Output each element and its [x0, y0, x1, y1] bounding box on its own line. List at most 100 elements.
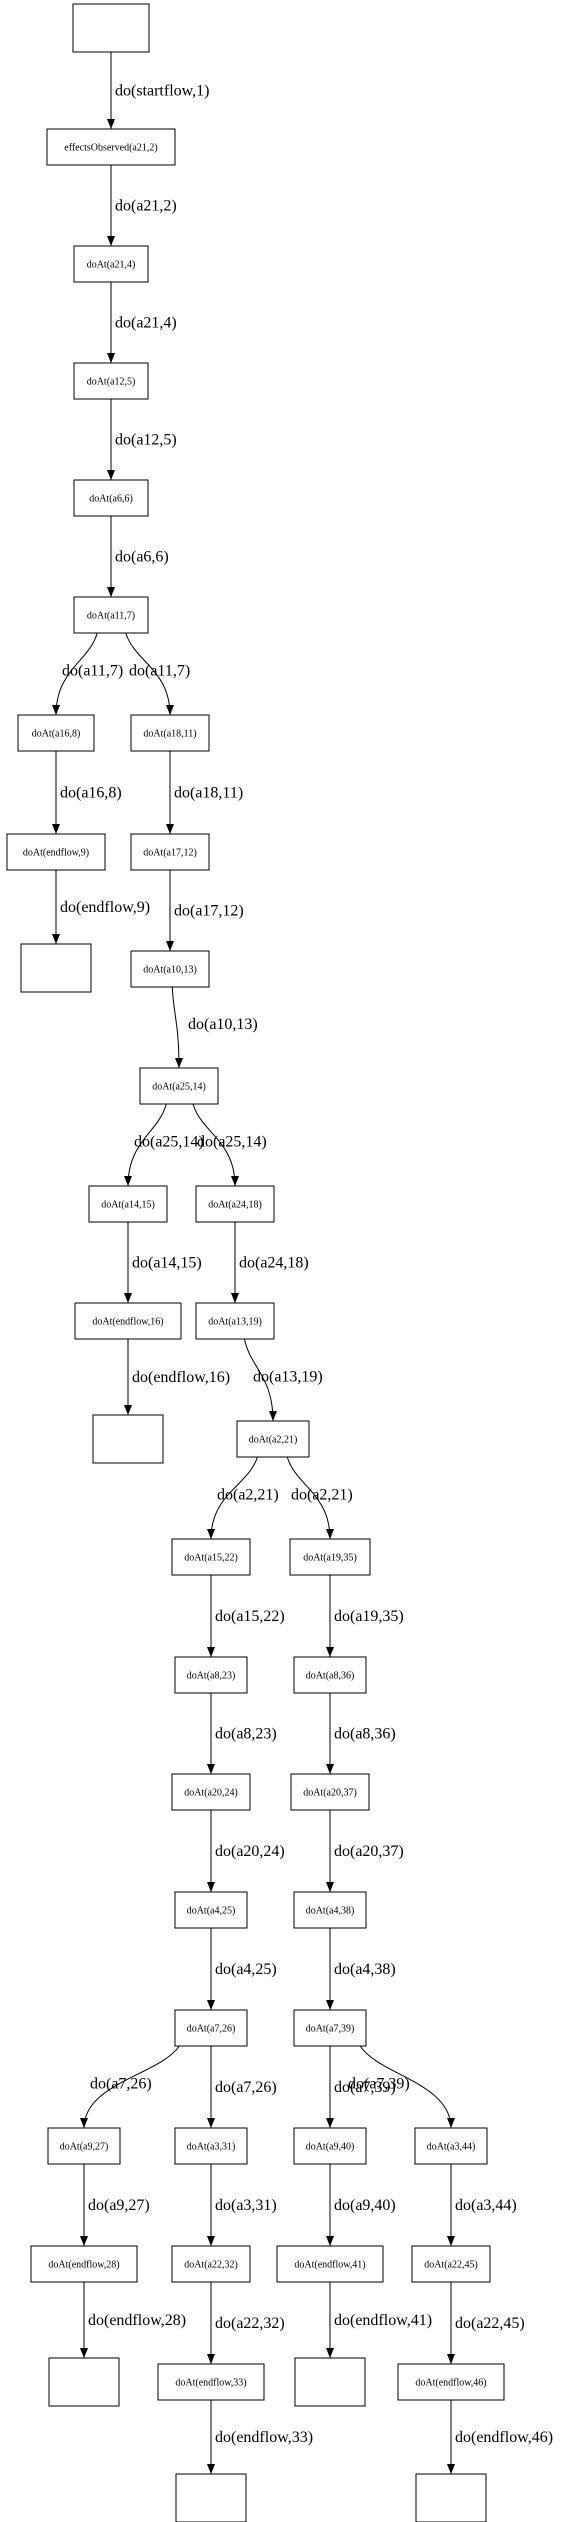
node-label: doAt(a4,25) [187, 1906, 236, 1917]
node-doat-a8-23: doAt(a8,23) [174, 1656, 248, 1694]
edge-arrow [286, 1456, 334, 1540]
edge-n11-n12: do(a10,13) [171, 986, 258, 1069]
edge-label: do(a7,39) [348, 2076, 410, 2093]
node-box [88, 1185, 168, 1223]
edge-n12-n14: do(a25,14) [192, 1103, 267, 1187]
node-box [130, 714, 210, 752]
node-label: doAt(a24,18) [208, 1200, 262, 1211]
node-doat-a22-45: doAt(a22,45) [411, 2245, 491, 2283]
edge-label: do(startflow,1) [115, 83, 210, 100]
node-label: doAt(a3,44) [427, 2142, 476, 2153]
terminal-node [175, 2473, 247, 2522]
edge-arrow [244, 1338, 277, 1422]
node-doat-a18-11: doAt(a18,11) [130, 714, 210, 752]
node-label: effectsObserved(a21,2) [64, 143, 157, 154]
node-label: doAt(a7,39) [306, 2024, 355, 2035]
node-label: doAt(a9,40) [306, 2142, 355, 2153]
edge-label: do(endflow,28) [88, 2312, 186, 2329]
node-box [289, 1538, 371, 1576]
edge-label: do(a7,26) [90, 2076, 152, 2093]
edge-n27-n29: do(a7,26) [80, 2045, 180, 2129]
edge-label: do(a2,21) [291, 1487, 353, 1504]
node-doat-a2-21: doAt(a2,21) [236, 1420, 310, 1458]
edge-n15-n17: do(endflow,16) [124, 1339, 230, 1415]
node-doat-a9-27: doAt(a9,27) [47, 2127, 121, 2165]
edge-label: do(a22,32) [215, 2315, 285, 2332]
node-box [47, 2127, 121, 2165]
terminal-node [20, 943, 92, 993]
edge-n27-n30: do(a7,26) [207, 2046, 277, 2128]
node-box [293, 2009, 367, 2047]
node-box [236, 1420, 310, 1458]
edge-n18-n20: do(a2,21) [286, 1456, 353, 1540]
node-doat-a11-7: doAt(a11,7) [73, 596, 149, 634]
edge-label: do(a14,15) [132, 1255, 202, 1272]
node-box [195, 1302, 275, 1340]
node-box [174, 2009, 248, 2047]
edge-label: do(endflow,46) [455, 2429, 553, 2446]
node-label: doAt(endflow,41) [294, 2260, 365, 2271]
node-box [17, 714, 95, 752]
node-box [293, 1656, 367, 1694]
node-doat-endflow-46: doAt(endflow,46) [397, 2363, 505, 2401]
node-label: doAt(a20,37) [303, 1788, 357, 1799]
node-doat-a15-22: doAt(a15,22) [171, 1538, 251, 1576]
node-label: doAt(a6,6) [89, 494, 133, 505]
node-label: doAt(a7,26) [187, 2024, 236, 2035]
edge-arrow [124, 1103, 167, 1187]
edge-label: do(a25,14) [197, 1134, 267, 1151]
edge-n18-n19: do(a2,21) [207, 1456, 279, 1540]
edge-n8-n10: do(endflow,9) [52, 870, 150, 944]
terminal-node [294, 2357, 366, 2407]
node-label: doAt(a9,27) [60, 2142, 109, 2153]
edge-n31-n35: do(a9,40) [326, 2164, 396, 2246]
node-box [157, 2363, 265, 2401]
node-box [73, 479, 149, 517]
edge-n34-n38: do(a22,32) [207, 2282, 285, 2364]
edge-label: do(a12,5) [115, 432, 177, 449]
edge-label: do(a2,21) [217, 1487, 279, 1504]
node-box [139, 1067, 219, 1105]
edge-n0-n1: do(startflow,1) [107, 52, 210, 129]
node-box [46, 128, 176, 166]
node-box [73, 596, 149, 634]
edge-label: do(a9,40) [334, 2197, 396, 2214]
node-doat-a7-26: doAt(a7,26) [174, 2009, 248, 2047]
edge-label: do(a11,7) [129, 663, 190, 680]
node-doat-a10-13: doAt(a10,13) [130, 950, 210, 988]
node-label: doAt(a4,38) [306, 1906, 355, 1917]
node-label: doAt(a3,31) [187, 2142, 236, 2153]
node-box [195, 1185, 275, 1223]
node-doat-a4-25: doAt(a4,25) [174, 1891, 248, 1929]
node-label: doAt(a15,22) [184, 1553, 238, 1564]
edge-n12-n13: do(a25,14) [124, 1103, 204, 1187]
node-box [30, 2245, 138, 2283]
node-box [6, 833, 106, 871]
edge-label: do(a24,18) [239, 1255, 309, 1272]
node-label: doAt(a2,21) [249, 1435, 298, 1446]
edge-n36-n40: do(a22,45) [447, 2282, 525, 2364]
node-doat-a21-4: doAt(a21,4) [73, 245, 149, 283]
node-label: doAt(a18,11) [143, 729, 196, 740]
edge-n22-n24: do(a8,36) [326, 1693, 396, 1774]
edge-label: do(a18,11) [174, 785, 243, 802]
node-box [48, 2357, 120, 2407]
node-label: doAt(endflow,46) [415, 2378, 486, 2389]
edge-n28-n32: do(a7,39) [348, 2045, 455, 2129]
edge-arrow [52, 632, 98, 716]
node-label: doAt(a11,7) [87, 611, 135, 622]
edge-label: do(a17,12) [174, 903, 244, 920]
node-doat-a8-36: doAt(a8,36) [293, 1656, 367, 1694]
edge-arrow [80, 2045, 180, 2129]
node-label: doAt(a21,4) [87, 260, 136, 271]
edge-label: do(a21,4) [115, 315, 177, 332]
node-label: doAt(a13,19) [208, 1317, 262, 1328]
terminal-node [48, 2357, 120, 2407]
edge-label: do(a4,25) [215, 1961, 277, 1978]
node-doat-a6-6: doAt(a6,6) [73, 479, 149, 517]
edge-n13-n15: do(a14,15) [124, 1222, 202, 1303]
edge-label: do(a19,35) [334, 1608, 404, 1625]
edge-arrow [125, 632, 174, 716]
edge-n14-n16: do(a24,18) [231, 1222, 309, 1303]
